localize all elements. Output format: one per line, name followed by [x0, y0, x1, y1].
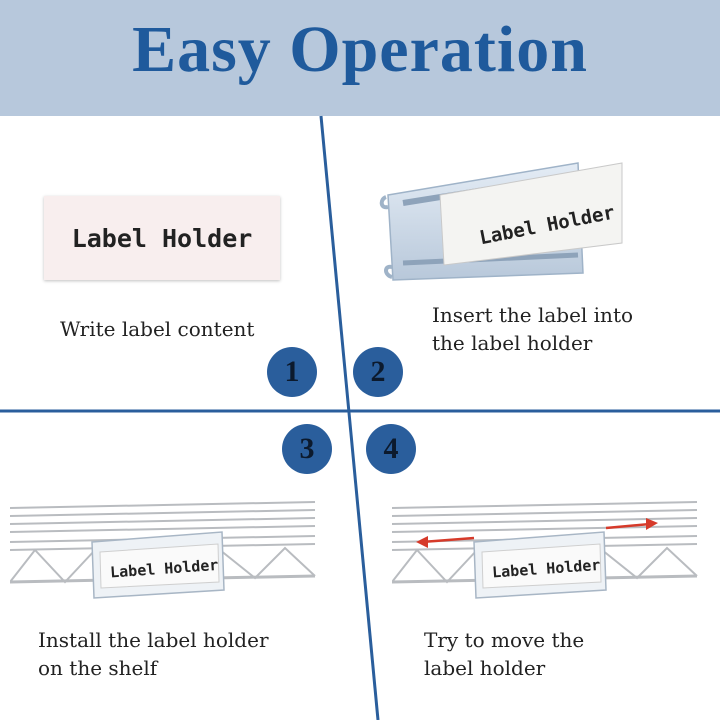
holder-bottom-lip — [384, 264, 393, 279]
step-1-caption-line: Write label content — [60, 317, 255, 341]
step-3-caption-line-1: Install the label holder — [38, 628, 269, 652]
header-banner: Easy Operation — [0, 0, 720, 116]
step-3-caption-line-2: on the shelf — [38, 656, 158, 680]
holder-top-lip — [379, 195, 389, 210]
step-4-caption-line-2: label holder — [424, 656, 546, 680]
step-2-caption-line-2: the label holder — [432, 331, 593, 355]
left-arrowhead — [416, 536, 428, 548]
step-1-badge: 1 — [267, 347, 317, 397]
step-4-caption-line-1: Try to move the — [424, 628, 585, 652]
step-2-caption: Insert the label into the label holder — [432, 301, 633, 357]
installed-label — [99, 543, 220, 589]
diagonal-divider — [319, 115, 380, 720]
step-4-badge: 4 — [366, 424, 416, 474]
inserted-label — [439, 162, 623, 266]
page-title: Easy Operation — [132, 13, 588, 86]
moving-label — [481, 543, 602, 589]
step-4-caption: Try to move the label holder — [424, 626, 584, 682]
step-1-caption: Write label content — [60, 315, 254, 343]
shelf-move-illustration: Label Holder — [392, 501, 698, 599]
shelf-install-illustration: Label Holder — [10, 501, 316, 599]
right-arrowhead — [646, 518, 658, 530]
written-label-card: Label Holder — [44, 196, 280, 280]
step-2-caption-line-1: Insert the label into — [432, 303, 634, 327]
step-3-badge: 3 — [282, 424, 332, 474]
right-arrow-shaft — [605, 522, 651, 530]
label-card-text: Label Holder — [71, 223, 253, 253]
step-2-badge: 2 — [353, 347, 403, 397]
step-3-caption: Install the label holder on the shelf — [38, 626, 269, 682]
label-holder-insert-illustration: Label Holder — [379, 162, 623, 281]
move-arrows — [416, 518, 658, 548]
left-arrow-shaft — [421, 536, 475, 544]
